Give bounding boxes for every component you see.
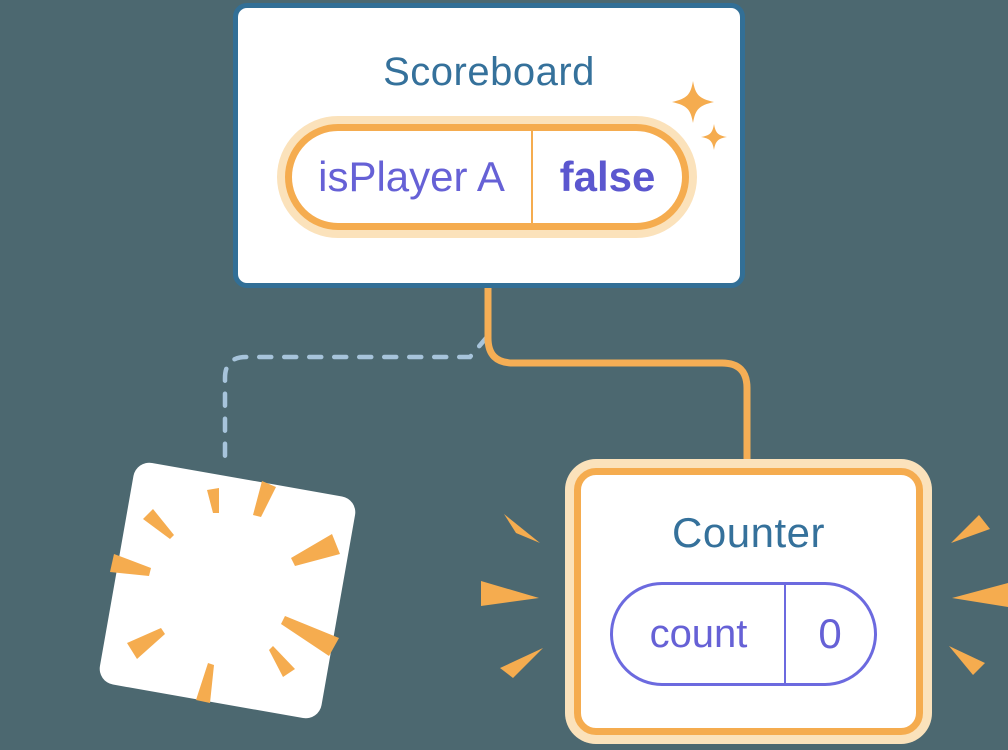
solid-connector-line [484,287,751,474]
shake-burst-left-icon [481,514,543,678]
state-label: isPlayer A [292,131,533,223]
counter-component-card: Counter count 0 [574,468,923,735]
counter-state-pill: count 0 [610,582,877,686]
state-label: count [613,585,786,683]
scoreboard-component-card: Scoreboard isPlayer A false [233,3,745,288]
shake-burst-right-icon [949,515,1008,675]
state-value: false [559,153,656,200]
counter-title: Counter [672,509,825,556]
state-value: 0 [818,610,842,657]
destroyed-component-card [97,460,358,721]
scoreboard-state-pill: isPlayer A false [285,124,689,230]
scoreboard-title: Scoreboard [383,50,595,94]
dashed-connector-line [222,334,490,466]
